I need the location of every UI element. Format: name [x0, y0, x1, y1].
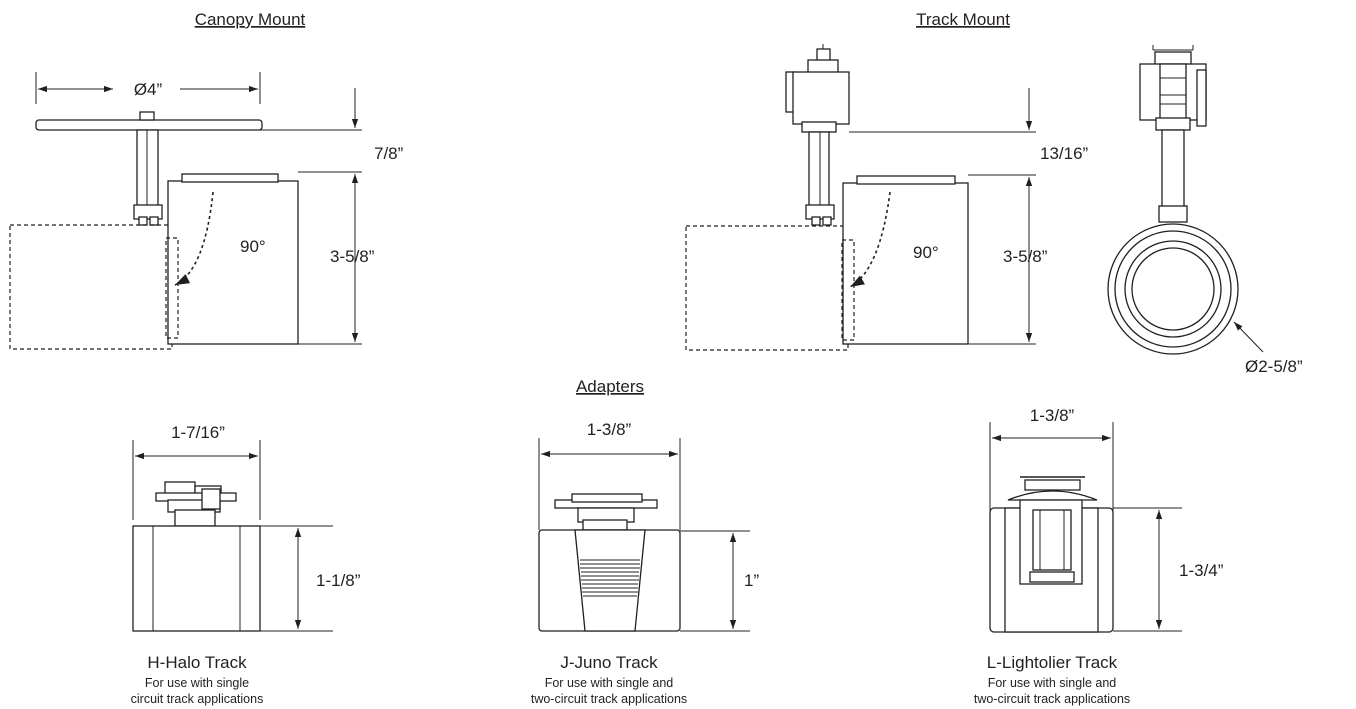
track-angle-label: 90°	[913, 243, 939, 262]
adapter-h-width-dim: 1-7/16”	[171, 423, 225, 442]
adapter-j-desc-1: For use with single and	[545, 676, 674, 690]
adapter-h-desc-2: circuit track applications	[131, 692, 264, 706]
adapter-l-desc-2: two-circuit track applications	[974, 692, 1130, 706]
adapter-l-height-dim: 1-3/4”	[1179, 561, 1224, 580]
track-mount-side-drawing: 90° 13/16” 3-5/8”	[685, 44, 1089, 351]
adapter-l-desc-1: For use with single and	[988, 676, 1117, 690]
track-front-diameter-dim: Ø2-5/8”	[1245, 357, 1303, 376]
adapter-j-desc-2: two-circuit track applications	[531, 692, 687, 706]
track-mount-title: Track Mount	[916, 10, 1010, 29]
adapter-l-lightolier: 1-3/8” 1-3/4” L-Lightolier Track For use…	[974, 406, 1224, 706]
canopy-diameter-label: Ø4”	[134, 80, 163, 99]
adapter-j-ribbing	[580, 559, 640, 597]
canopy-top-dim: 7/8”	[374, 144, 404, 163]
adapter-l-name: L-Lightolier Track	[987, 653, 1118, 672]
track-top-dim: 13/16”	[1040, 144, 1089, 163]
adapter-h-height-dim: 1-1/8”	[316, 571, 361, 590]
adapter-h-name: H-Halo Track	[147, 653, 247, 672]
adapter-l-width-dim: 1-3/8”	[1030, 406, 1075, 425]
track-mount-front-drawing: Ø2-5/8”	[1107, 45, 1303, 376]
canopy-mount-drawing: Ø4” 90° 7/8” 3-5/8”	[9, 72, 404, 350]
track-height-dim: 3-5/8”	[1003, 247, 1048, 266]
adapter-j-width-dim: 1-3/8”	[587, 420, 632, 439]
adapters-title: Adapters	[576, 377, 644, 396]
adapter-j-height-dim: 1”	[744, 571, 759, 590]
adapter-h-halo: 1-7/16” 1-1/8” H-Halo Track For use with…	[131, 423, 361, 706]
canopy-mount-title: Canopy Mount	[195, 10, 306, 29]
canopy-angle-label: 90°	[240, 237, 266, 256]
canopy-height-dim: 3-5/8”	[330, 247, 375, 266]
adapter-j-juno: 1-3/8” 1” J-Juno Track For use with sing…	[531, 420, 760, 706]
adapter-j-name: J-Juno Track	[560, 653, 658, 672]
adapter-h-desc-1: For use with single	[145, 676, 249, 690]
